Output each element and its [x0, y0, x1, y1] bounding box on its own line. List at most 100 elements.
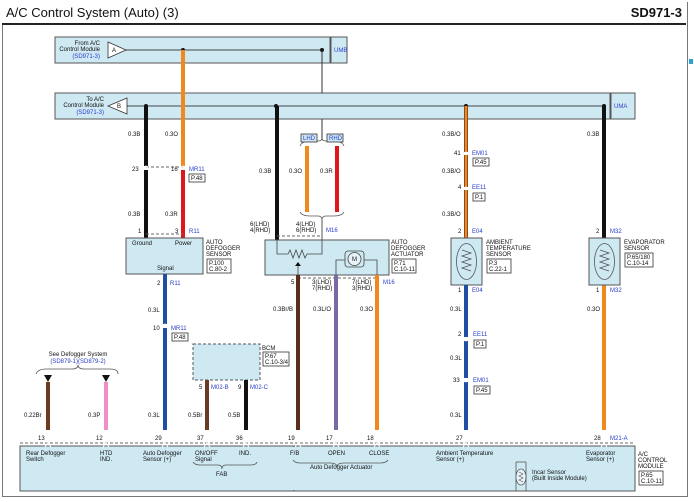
- page-ref[interactable]: P.100: [209, 261, 225, 267]
- page-ref[interactable]: P.3: [489, 261, 498, 267]
- wire-bcm-b: [244, 380, 248, 430]
- page-ref-box: [473, 385, 491, 395]
- wire-rhd: [335, 146, 339, 212]
- wire-spec: 0.3P: [88, 413, 100, 419]
- motor-icon: [347, 252, 362, 266]
- bus-b-ref-link[interactable]: (SD971-3): [76, 110, 104, 116]
- bus-b: To A/C Control Module (SD971-3) B UMA: [54, 92, 636, 120]
- ground-arrow-icon: [44, 375, 52, 382]
- pin-terminal-icon: [102, 442, 110, 448]
- diagram-code: SD971-3: [630, 5, 682, 20]
- defogger-sensor-wiring: 0.3B 0.3O 23 16 MR11 P.48 0.3B 0.3R 1 3 …: [128, 50, 206, 238]
- wiper-arrow-icon: [295, 262, 301, 266]
- fab-brace: [192, 461, 258, 470]
- wire-stripe: [465, 155, 467, 187]
- wire-spec: 0.3O: [587, 307, 600, 313]
- page-ref[interactable]: C.22-1: [489, 267, 508, 273]
- page-ref-box: [188, 173, 206, 183]
- component-name: SENSOR: [624, 246, 650, 252]
- connector-id: M16: [326, 228, 338, 234]
- page-ref[interactable]: C.10-11: [394, 267, 416, 273]
- connector-chevron-icon: [461, 377, 471, 383]
- page-ref-box: [486, 258, 512, 274]
- wire-stripe: [465, 190, 467, 238]
- pin-number: 41: [454, 151, 461, 157]
- bus-a-ref-link[interactable]: (SD971-3): [72, 54, 100, 60]
- pin-number: 6(LHD): [250, 222, 269, 228]
- rear-defogger-reference: See Defogger System (SD879-1)(SD879-2) 0…: [24, 352, 119, 430]
- sensor-body: [450, 237, 483, 286]
- module-pin-label: Ambient Temperature: [436, 451, 494, 457]
- module-pin-label: Rear Defogger: [26, 451, 65, 457]
- title-bar: A/C Control System (Auto) (3) SD971-3: [2, 2, 686, 25]
- component-name: AUTO: [391, 240, 408, 246]
- connector-id: M32: [610, 288, 622, 294]
- wire-lhd: [305, 146, 309, 212]
- page-ref[interactable]: C.80-2: [209, 267, 228, 273]
- page-ref[interactable]: P.45: [476, 388, 488, 394]
- component-name: AUTO: [206, 240, 223, 246]
- actuator-brace: [292, 459, 389, 468]
- page-ref[interactable]: P.71: [394, 261, 406, 267]
- pin-number: 3: [175, 229, 179, 235]
- wire-evap-bottom: [602, 285, 606, 430]
- pin-number: 7(RHD): [312, 286, 332, 292]
- connector-id: EE11: [473, 332, 488, 338]
- page-ref[interactable]: P.65/180: [627, 255, 651, 261]
- connector-id: MR11: [189, 167, 205, 173]
- bus-a-tag: UMB: [334, 48, 347, 54]
- pin-terminal-icon: [242, 442, 250, 448]
- page-ref[interactable]: P.1: [475, 195, 484, 201]
- pin-terminal-icon: [161, 442, 169, 448]
- actuator-wiring-bottom: 5 3(LHD) 7(RHD) 7(LHD) 3(RHD) M16 0.3Br/…: [273, 275, 395, 430]
- page-ref[interactable]: P.48: [191, 176, 203, 182]
- connector-id: M02-B: [211, 385, 229, 391]
- component-name: DEFOGGER: [206, 246, 241, 252]
- reference-link[interactable]: (SD879-1)(SD879-2): [50, 359, 105, 365]
- page-ref[interactable]: C.10-3/4: [265, 360, 289, 366]
- pin-number: 4(LHD): [296, 222, 315, 228]
- motor-lead: [364, 259, 378, 275]
- page-ref-box: [473, 339, 487, 349]
- wire-spec: 0.3O: [165, 132, 178, 138]
- page-ref[interactable]: P.65: [641, 473, 653, 479]
- rhd-label: RHD: [329, 136, 343, 142]
- pin-number: 1: [596, 288, 600, 294]
- page-ref-box: [391, 258, 417, 274]
- pin-number: 3(LHD): [312, 280, 331, 286]
- pin-number: 23: [132, 167, 139, 173]
- pin-terminal-icon: [44, 442, 52, 448]
- connector-id: M32: [610, 229, 622, 235]
- evaporator-sensor-wiring: 0.3B 2 M32 1 M32 0.3O: [587, 106, 622, 430]
- page-ref[interactable]: P.67: [265, 354, 277, 360]
- module-pin-number: 29: [155, 436, 162, 442]
- wire-spec: 0.3L: [450, 413, 462, 419]
- module-pin-label: HTD: [100, 451, 113, 457]
- pin-number: 6(RHD): [296, 228, 316, 234]
- wire-ambient-bot-a: [464, 285, 468, 337]
- pin-number: 7(LHD): [352, 280, 371, 286]
- wire-ambient-bot-c: [464, 382, 468, 430]
- module-pin-number: 36: [236, 436, 243, 442]
- reference-title: See Defogger System: [49, 352, 108, 358]
- page-ref[interactable]: C.10-11: [641, 479, 663, 485]
- page-ref[interactable]: C.10-14: [627, 261, 649, 267]
- wire-spec: 0.3B: [128, 132, 140, 138]
- module-pin-label: Signal: [195, 457, 212, 463]
- lhd-tag-box: [300, 133, 318, 143]
- page-ref[interactable]: P.48: [174, 335, 186, 341]
- pin-terminal-icon: [462, 442, 470, 448]
- module-pin-label: OPEN: [328, 451, 345, 457]
- wire-spec: 0.3B: [128, 212, 140, 218]
- wire-spec: 0.3B: [587, 132, 599, 138]
- group-label-fab: FAB: [216, 472, 227, 478]
- component-name: AMBIENT: [486, 240, 513, 246]
- thermistor-coil-icon: [598, 249, 611, 272]
- wire-close: [375, 275, 379, 430]
- pin-number: 1: [458, 288, 462, 294]
- pin-label: Power: [175, 241, 192, 247]
- page-ref[interactable]: P.1: [476, 342, 485, 348]
- page-ref[interactable]: P.45: [475, 160, 487, 166]
